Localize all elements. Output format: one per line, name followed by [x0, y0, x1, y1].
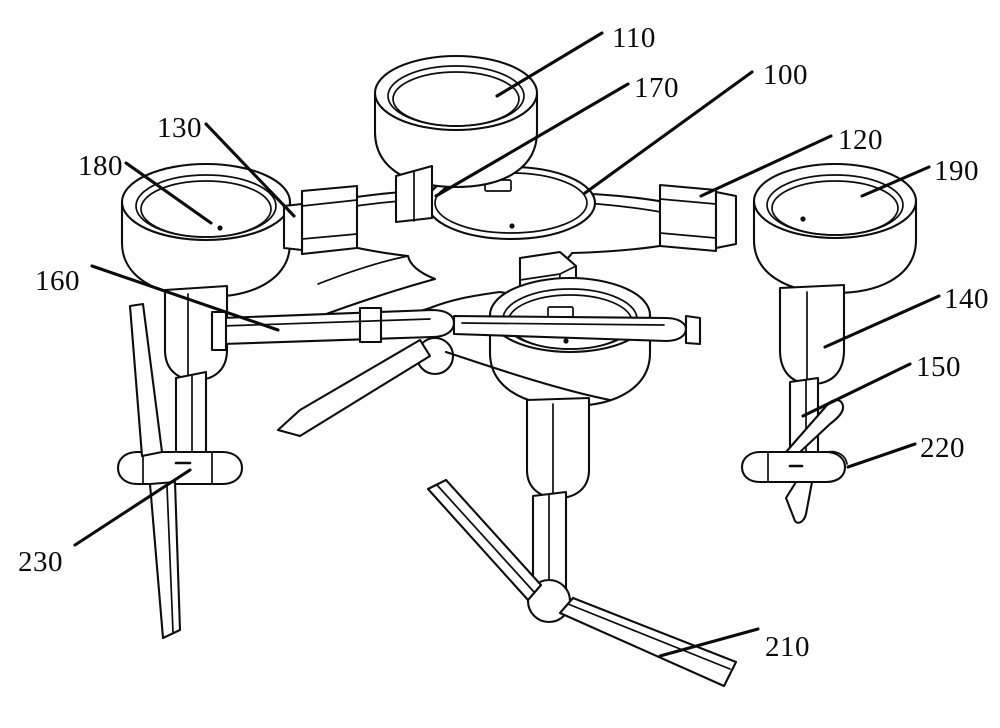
left-propeller-blade-upper — [128, 302, 164, 458]
front-motor-housing — [525, 396, 591, 500]
leader-230 — [73, 468, 192, 547]
front-ring-tab — [547, 306, 574, 318]
callout-label-150: 150 — [916, 351, 961, 383]
callout-label-220: 220 — [920, 432, 965, 464]
front-ring-screw-dot — [563, 338, 569, 344]
front-rotor-ring — [488, 276, 652, 408]
callout-label-120: 120 — [838, 124, 883, 156]
callout-label-190: 190 — [934, 155, 979, 187]
strut-end-right — [684, 314, 702, 346]
callout-label-110: 110 — [612, 22, 656, 54]
left-propeller-assembly — [116, 302, 244, 640]
leader-210 — [658, 627, 760, 658]
right-ring-screw-dot — [800, 216, 806, 222]
front-propeller-assembly — [426, 478, 738, 688]
leader-150 — [801, 362, 912, 418]
left-propeller-blade-lower — [148, 480, 182, 640]
left-rotor-ring — [120, 162, 292, 299]
landing-skid-right — [444, 350, 612, 402]
right-propeller-assembly — [740, 399, 848, 524]
callout-label-180: 180 — [78, 150, 123, 182]
callout-label-160: 160 — [35, 265, 80, 297]
right-motor-housing — [778, 283, 846, 386]
callout-label-230: 230 — [18, 546, 63, 578]
leader-130 — [204, 122, 296, 218]
front-propeller-blade-left — [426, 478, 543, 602]
landing-skid-left — [276, 338, 432, 438]
leader-100 — [583, 70, 754, 195]
left-motor-shaft — [174, 370, 208, 465]
right-propeller-blade-lower — [784, 480, 814, 524]
leader-120 — [699, 134, 833, 198]
callout-label-140: 140 — [944, 283, 989, 315]
leader-110 — [495, 31, 604, 98]
right-rotor-ring — [752, 162, 918, 295]
top-ring-stem — [394, 164, 434, 224]
callout-leaders — [73, 31, 941, 658]
strut-end-left — [210, 310, 228, 352]
callout-label-130: 130 — [157, 112, 202, 144]
top-rotor-ring — [373, 54, 539, 189]
front-propeller-blade — [558, 596, 738, 688]
leader-180 — [124, 161, 213, 225]
callout-label-170: 170 — [634, 72, 679, 104]
center-hub-screw-dot — [509, 223, 515, 229]
leader-160 — [90, 264, 280, 332]
leader-170 — [434, 82, 630, 198]
left-ring-screw-dot — [217, 225, 223, 231]
leader-220 — [846, 442, 917, 469]
callout-label-210: 210 — [765, 631, 810, 663]
callout-label-100: 100 — [763, 59, 808, 91]
arm-collar-right — [658, 183, 738, 253]
leader-190 — [860, 165, 931, 198]
leader-140 — [823, 294, 941, 349]
callout-labels: 110 170 100 130 120 180 190 160 140 150 … — [18, 22, 989, 663]
cross-strut-bar — [220, 306, 688, 346]
left-propeller-hub — [116, 450, 244, 486]
arm-collar-left — [282, 184, 359, 256]
